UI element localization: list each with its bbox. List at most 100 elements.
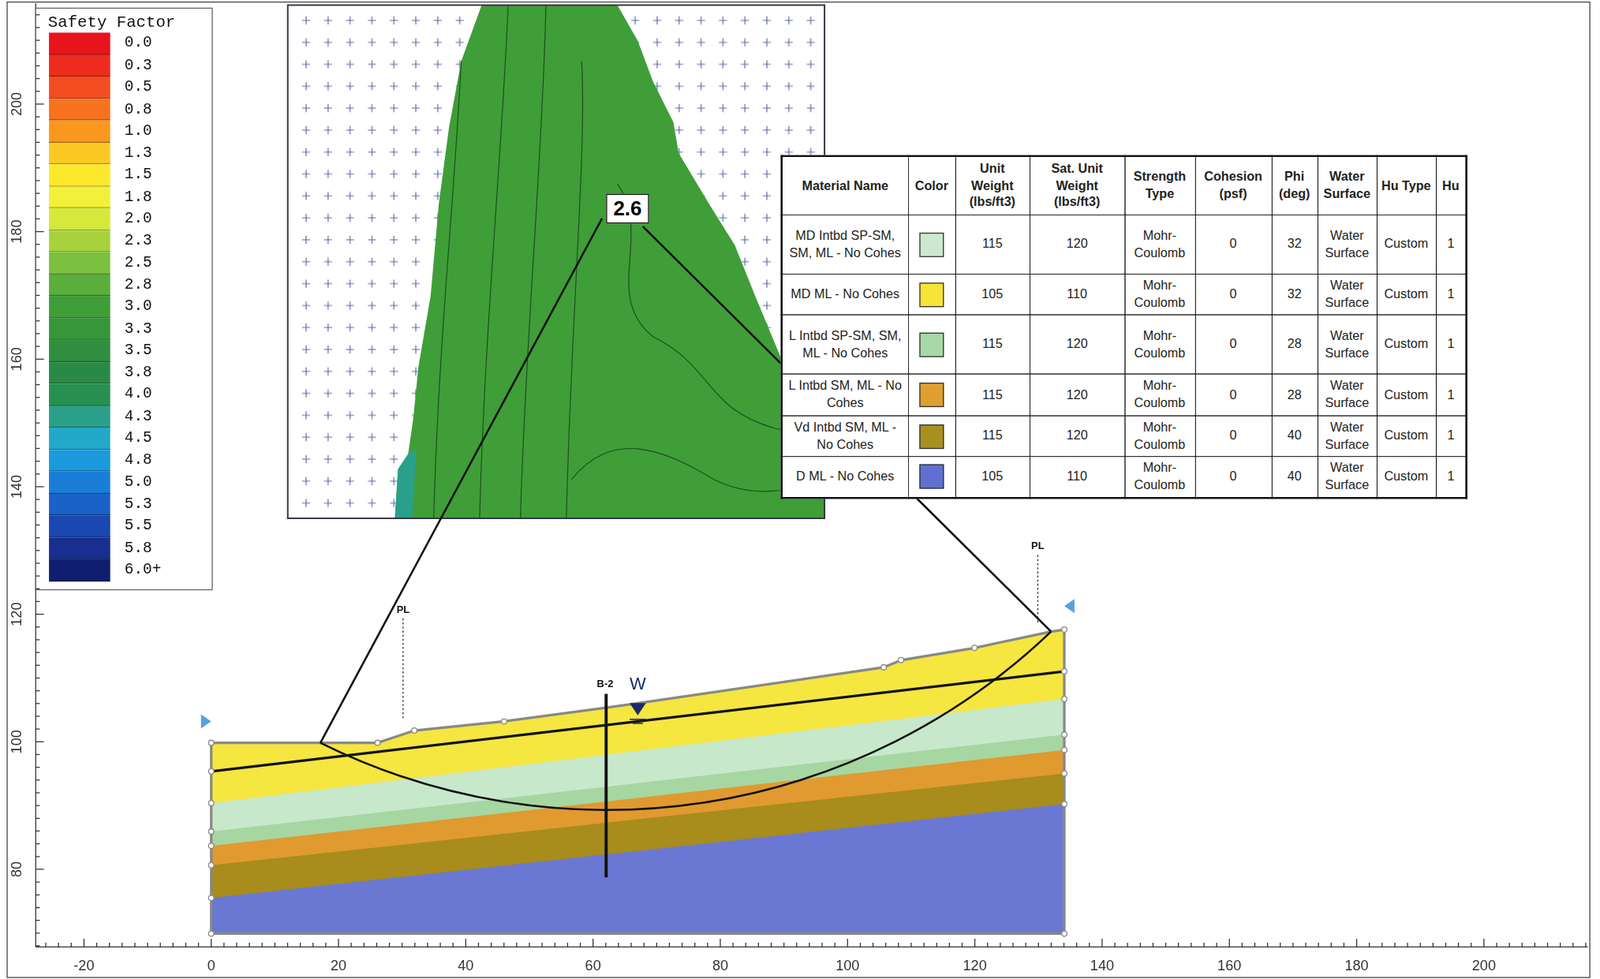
table-value: Custom [1383, 387, 1429, 402]
axis-label: 120 [7, 602, 25, 627]
tick [478, 942, 479, 947]
table-cell [908, 456, 955, 498]
tick [35, 575, 40, 576]
tick [35, 856, 40, 857]
vertex-dot [1061, 627, 1068, 633]
table-value: 1 [1446, 469, 1455, 484]
legend-swatch [48, 383, 111, 406]
tick [35, 307, 40, 309]
table-cell [908, 373, 955, 416]
table-cell: Custom [1376, 214, 1436, 274]
legend-value: 1.0 [124, 122, 153, 140]
axis-label: 100 [835, 957, 860, 974]
pl-leader [402, 618, 404, 720]
vertex-dot [898, 657, 905, 663]
tick [35, 473, 40, 475]
tick [35, 52, 40, 54]
table-value: 1 [1446, 336, 1455, 352]
tick [821, 942, 823, 947]
table-cell: 105 [955, 273, 1030, 315]
axis-label: 40 [457, 957, 474, 974]
table-value: 115 [982, 336, 1003, 352]
material-row: Vd Intbd SM, ML - No Cohes115120Mohr-Cou… [781, 415, 1467, 457]
table-cell: 32 [1271, 273, 1318, 315]
grid-points [287, 4, 825, 519]
axis-label: -20 [73, 957, 94, 974]
table-cell: L Intbd SP-SM, SM, ML - No Cohes [781, 314, 909, 374]
tick [35, 677, 40, 679]
tick [35, 894, 40, 896]
column-header: Hu [1442, 178, 1460, 193]
table-cell: 115 [955, 214, 1030, 274]
table-cell: Strength Type [1124, 156, 1195, 215]
vertex-dot [208, 740, 214, 746]
table-value: 0 [1229, 387, 1238, 402]
tick [1215, 942, 1217, 947]
tick [83, 938, 85, 947]
tick [35, 65, 40, 67]
column-header: Phi (deg) [1278, 169, 1311, 202]
table-value: 110 [1066, 469, 1088, 484]
tick [834, 942, 836, 947]
tick [694, 942, 696, 947]
legend-swatch [48, 208, 111, 231]
table-value: 32 [1287, 236, 1302, 251]
table-value: Mohr-Coulomb [1134, 378, 1186, 411]
tick [35, 932, 40, 934]
tick [35, 741, 44, 743]
table-cell: 105 [955, 456, 1030, 498]
table-cell: MD ML - No Cohes [781, 273, 909, 315]
tick [35, 512, 40, 513]
vertex-dot [208, 930, 214, 937]
table-cell: Mohr-Coulomb [1124, 415, 1195, 457]
tick [1279, 942, 1281, 947]
tick [1050, 942, 1052, 947]
table-cell: Water Surface [1317, 156, 1377, 215]
tick [1152, 942, 1154, 947]
tick [1343, 942, 1345, 947]
legend-swatch [48, 449, 111, 472]
table-cell: 120 [1029, 314, 1125, 374]
tick [796, 942, 797, 947]
table-value: 28 [1287, 336, 1302, 352]
table-cell: Hu Type [1376, 156, 1436, 215]
tick [1114, 942, 1115, 947]
vertex-dot [208, 843, 214, 849]
page-frame [7, 2, 1590, 978]
water-label: W [629, 674, 647, 696]
material-name: MD Intbd SP-SM, SM, ML - No Cohes [789, 228, 901, 260]
table-value: Water Surface [1324, 278, 1369, 311]
legend-value: 4.3 [124, 407, 153, 426]
table-cell: 28 [1271, 373, 1318, 416]
vertex-dot [411, 728, 418, 734]
tick [401, 942, 403, 947]
column-header: Strength Type [1133, 169, 1186, 202]
legend-swatch [48, 427, 111, 450]
material-name: MD ML - No Cohes [790, 287, 900, 302]
legend-value: 0.8 [124, 100, 153, 118]
table-cell: Water Surface [1317, 314, 1377, 374]
table-cell: 40 [1271, 415, 1318, 457]
tick [1165, 942, 1167, 947]
tick [1318, 942, 1320, 947]
tick [44, 942, 46, 947]
axis-label: 140 [1090, 957, 1115, 974]
table-cell: Mohr-Coulomb [1124, 214, 1195, 274]
axis-label: 20 [330, 957, 347, 974]
tick [35, 14, 40, 15]
tick [1508, 942, 1510, 947]
legend-swatch [48, 493, 111, 516]
tick [465, 938, 467, 947]
column-header: Sat. Unit Weight (lbs/ft3) [1050, 160, 1103, 210]
tick [35, 371, 40, 373]
tick [35, 142, 40, 143]
tick [35, 907, 40, 909]
tick [35, 754, 40, 756]
column-header: Material Name [801, 178, 889, 193]
tick [1585, 942, 1586, 947]
material-name: Vd Intbd SM, ML - No Cohes [793, 419, 897, 452]
contour-patch [395, 448, 417, 519]
soil-layers [211, 629, 1065, 934]
tick [1229, 938, 1230, 947]
tick [490, 942, 492, 947]
